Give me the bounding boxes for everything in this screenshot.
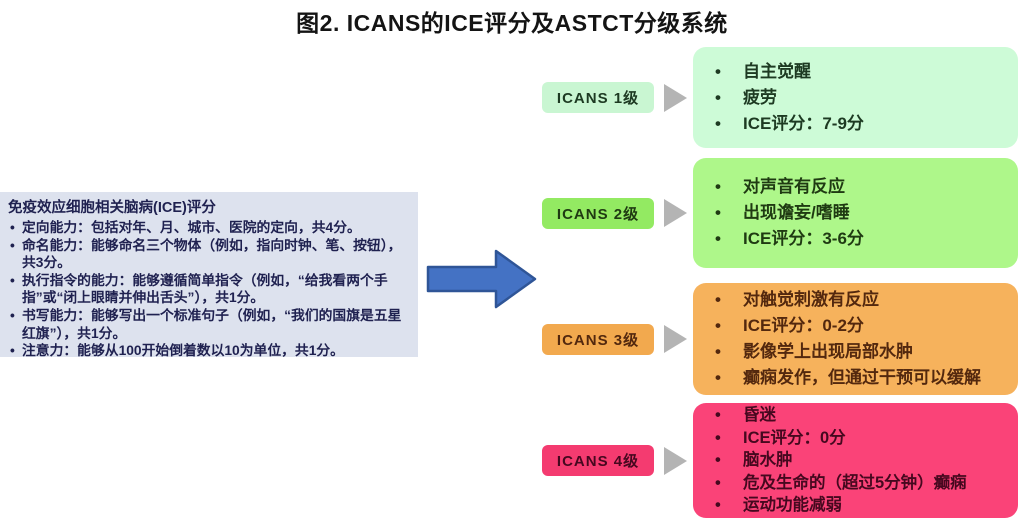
ice-panel-item: 书写能力：能够写出一个标准句子（例如，“我们的国旗是五星红旗”），共1分。	[8, 307, 408, 342]
triangle-arrow-icon	[664, 325, 687, 353]
ice-panel-heading: 免疫效应细胞相关脑病(ICE)评分	[8, 200, 216, 216]
grade-detail-box: 自主觉醒疲劳ICE评分：7-9分	[693, 47, 1018, 148]
grade-item: 危及生命的（超过5分钟）癫痫	[703, 472, 1008, 495]
grade-item: 昏迷	[703, 404, 1008, 427]
grade-item: 影像学上出现局部水肿	[703, 339, 1008, 365]
grade-items-list: 昏迷ICE评分：0分脑水肿危及生命的（超过5分钟）癫痫运动功能减弱	[703, 404, 1008, 516]
grade-label-badge: ICANS 1级	[542, 82, 654, 113]
grade-label-badge: ICANS 2级	[542, 197, 654, 229]
triangle-arrow-icon	[664, 446, 687, 475]
grade-row: ICANS 4级 昏迷ICE评分：0分脑水肿危及生命的（超过5分钟）癫痫运动功能…	[542, 403, 1018, 518]
grade-item: ICE评分：0-2分	[703, 313, 1008, 339]
triangle-arrow-icon	[664, 199, 687, 227]
ice-score-panel: 免疫效应细胞相关脑病(ICE)评分 定向能力：包括对年、月、城市、医院的定向，共…	[0, 192, 418, 360]
grade-label-badge: ICANS 3级	[542, 323, 654, 355]
grade-detail-box: 对声音有反应出现谵妄/嗜睡ICE评分：3-6分	[693, 158, 1018, 268]
ice-panel-item: 定向能力：包括对年、月、城市、医院的定向，共4分。	[8, 219, 408, 237]
grade-item: 癫痫发作，但通过干预可以缓解	[703, 365, 1008, 391]
grade-items-list: 对声音有反应出现谵妄/嗜睡ICE评分：3-6分	[703, 174, 1008, 252]
grade-item: 脑水肿	[703, 449, 1008, 472]
ice-panel-item: 命名能力：能够命名三个物体（例如，指向时钟、笔、按钮），共3分。	[8, 237, 408, 272]
figure-title: 图2. ICANS的ICE评分及ASTCT分级系统	[296, 10, 728, 36]
grade-item: 运动功能减弱	[703, 494, 1008, 517]
grade-item: ICE评分：7-9分	[703, 111, 1008, 137]
triangle-arrow-icon	[664, 83, 687, 112]
grade-detail-box: 对触觉刺激有反应ICE评分：0-2分影像学上出现局部水肿癫痫发作，但通过干预可以…	[693, 283, 1018, 395]
ice-panel-list: 定向能力：包括对年、月、城市、医院的定向，共4分。命名能力：能够命名三个物体（例…	[8, 219, 408, 360]
grade-row: ICANS 2级 对声音有反应出现谵妄/嗜睡ICE评分：3-6分	[542, 158, 1018, 268]
grade-items-list: 对触觉刺激有反应ICE评分：0-2分影像学上出现局部水肿癫痫发作，但通过干预可以…	[703, 287, 1008, 391]
grade-item: ICE评分：0分	[703, 427, 1008, 450]
grade-items-list: 自主觉醒疲劳ICE评分：7-9分	[703, 59, 1008, 137]
grade-label-badge: ICANS 4级	[542, 445, 654, 476]
grade-detail-box: 昏迷ICE评分：0分脑水肿危及生命的（超过5分钟）癫痫运动功能减弱	[693, 403, 1018, 518]
grade-item: 出现谵妄/嗜睡	[703, 200, 1008, 226]
grade-item: 自主觉醒	[703, 59, 1008, 85]
grade-item: ICE评分：3-6分	[703, 226, 1008, 252]
grade-item: 疲劳	[703, 85, 1008, 111]
grade-row: ICANS 1级 自主觉醒疲劳ICE评分：7-9分	[542, 47, 1018, 148]
grade-row: ICANS 3级 对触觉刺激有反应ICE评分：0-2分影像学上出现局部水肿癫痫发…	[542, 283, 1018, 395]
ice-panel-item: 执行指令的能力：能够遵循简单指令（例如，“给我看两个手指”或“闭上眼睛并伸出舌头…	[8, 272, 408, 307]
ice-panel-item: 注意力：能够从100开始倒着数以10为单位，共1分。	[8, 342, 408, 360]
grade-item: 对声音有反应	[703, 174, 1008, 200]
right-arrow-icon	[426, 249, 537, 309]
grade-item: 对触觉刺激有反应	[703, 287, 1008, 313]
